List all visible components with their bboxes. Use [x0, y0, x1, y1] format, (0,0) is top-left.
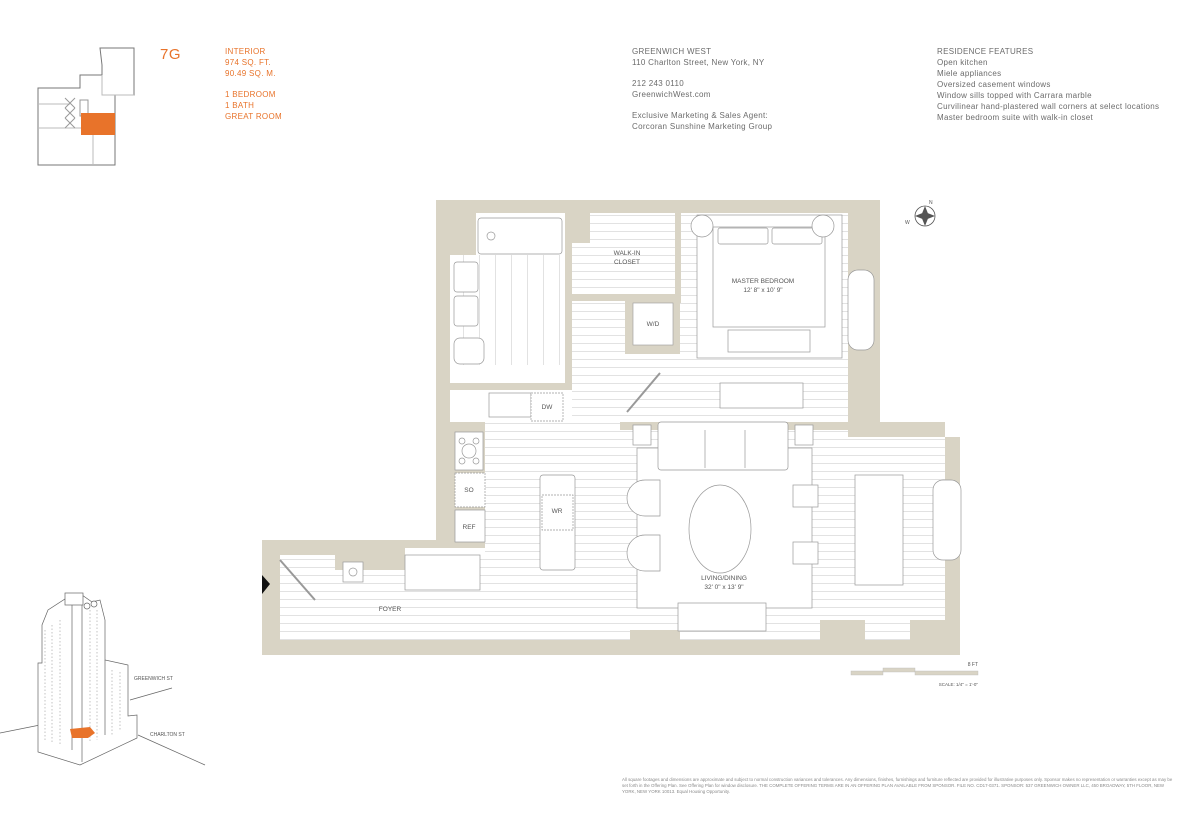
- side-table: [632, 424, 652, 446]
- living-dining-dims: 32' 0" x 13' 9": [704, 584, 744, 591]
- feature-item: Curvilinear hand-plastered wall corners …: [937, 102, 1160, 111]
- disclaimer: All square footages and dimensions are a…: [622, 777, 1173, 794]
- drain-icon: [486, 231, 496, 241]
- feature-item: Window sills topped with Carrara marble: [937, 91, 1092, 100]
- toilet: [453, 337, 485, 365]
- stool: [792, 484, 819, 508]
- wr-label: WR: [552, 508, 563, 515]
- kitchen-sink: [488, 392, 532, 418]
- street-charlton: CHARLTON ST: [150, 732, 185, 738]
- building-diagram: [0, 592, 206, 766]
- interior-label: INTERIOR: [225, 47, 266, 56]
- dishwasher: [530, 392, 564, 422]
- feature-item: Oversized casement windows: [937, 80, 1051, 89]
- foyer-label: FOYER: [379, 606, 402, 613]
- bedroom-door: [626, 372, 661, 413]
- key-plan-outline: [37, 47, 135, 166]
- bedroom-window: [847, 269, 875, 351]
- compass-west: W: [905, 220, 910, 226]
- agent-name: Corcoran Sunshine Marketing Group: [632, 122, 773, 131]
- walk-in-closet-label: WALK-IN: [614, 250, 641, 257]
- walk-in-closet-label-2: CLOSET: [614, 259, 640, 266]
- feature-item: Miele appliances: [937, 69, 1002, 78]
- scale-text: SCALE: 1/4" = 1'-0": [939, 682, 979, 687]
- console: [677, 602, 767, 632]
- so-label: SO: [464, 487, 473, 494]
- scale-bar: 8 FT SCALE: 1/4" = 1'-0": [850, 662, 979, 687]
- compass-icon: N W: [905, 200, 936, 227]
- sink: [453, 295, 479, 327]
- dining-table: [854, 474, 904, 586]
- scale-bar-label: 8 FT: [968, 662, 978, 668]
- street-greenwich: GREENWICH ST: [134, 676, 173, 682]
- bathtub: [477, 217, 563, 255]
- nightstand-lamp: [690, 214, 714, 238]
- feature-item: Open kitchen: [937, 58, 988, 67]
- fixtures: [279, 214, 962, 632]
- coffee-table: [688, 484, 752, 574]
- sq-ft: 974 SQ. FT.: [225, 58, 271, 67]
- armchair: [626, 534, 661, 572]
- refrigerator: [454, 509, 486, 543]
- dw-label: DW: [542, 404, 554, 411]
- entry-door: [279, 559, 316, 601]
- sq-m: 90.49 SQ. M.: [225, 69, 276, 78]
- stool: [792, 541, 819, 565]
- unit-number: 7G: [160, 46, 182, 63]
- key-plan: [37, 47, 135, 166]
- features-title: RESIDENCE FEATURES: [937, 47, 1034, 56]
- unit-highlight: [81, 113, 115, 135]
- master-bedroom-dims: 12' 8" x 10' 9": [743, 287, 783, 294]
- ref-label: REF: [463, 524, 476, 531]
- unit-info: INTERIOR 974 SQ. FT. 90.49 SQ. M. 1 BEDR…: [225, 46, 282, 122]
- exterior-walls: [262, 200, 960, 655]
- website-link[interactable]: GreenwichWest.com: [632, 90, 711, 99]
- armchair: [626, 479, 661, 517]
- oven: [454, 472, 486, 508]
- coat-closet: [404, 554, 481, 591]
- agent-label: Exclusive Marketing & Sales Agent:: [632, 111, 769, 120]
- baths: 1 BATH: [225, 101, 255, 110]
- entry-arrow-icon: [262, 575, 270, 594]
- living-window: [932, 479, 962, 561]
- sink: [453, 261, 479, 293]
- building-info: GREENWICH WEST 110 Charlton Street, New …: [632, 46, 772, 132]
- wd-label: W/D: [647, 321, 660, 328]
- building-name: GREENWICH WEST: [632, 47, 712, 56]
- great-room: GREAT ROOM: [225, 112, 282, 121]
- compass-north: N: [929, 200, 933, 206]
- dresser: [719, 382, 804, 409]
- wine-refrigerator: [541, 494, 574, 531]
- feature-item: Master bedroom suite with walk-in closet: [937, 113, 1094, 122]
- residence-features: RESIDENCE FEATURES Open kitchen Miele ap…: [937, 46, 1159, 123]
- phone: 212 243 0110: [632, 79, 684, 88]
- bedrooms: 1 BEDROOM: [225, 90, 276, 99]
- living-dining-label: LIVING/DINING: [701, 575, 747, 582]
- side-table: [794, 424, 814, 446]
- master-bedroom-label: MASTER BEDROOM: [732, 278, 794, 285]
- sofa: [657, 421, 789, 471]
- building-address: 110 Charlton Street, New York, NY: [632, 58, 765, 67]
- unit-location-highlight: [70, 727, 95, 738]
- nightstand-lamp: [811, 214, 835, 238]
